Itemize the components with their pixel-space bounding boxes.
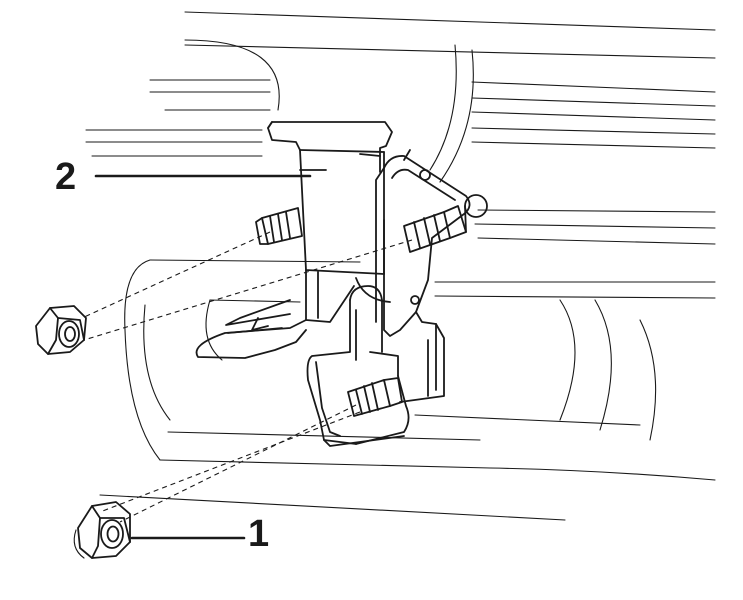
hex-flange-nut-icon bbox=[73, 501, 131, 559]
striker-plate bbox=[375, 149, 471, 403]
callout-1-label: 1 bbox=[248, 513, 270, 555]
callout-2-label: 2 bbox=[55, 156, 77, 198]
body-panel-lines bbox=[85, 11, 716, 521]
latch-loop bbox=[306, 285, 410, 447]
upper-right-stud bbox=[403, 194, 488, 253]
bracket bbox=[195, 121, 393, 359]
assembly-lines bbox=[81, 231, 413, 523]
upper-left-stud bbox=[255, 207, 303, 245]
lower-stud bbox=[347, 377, 403, 417]
hex-flange-nut-icon bbox=[35, 305, 87, 355]
